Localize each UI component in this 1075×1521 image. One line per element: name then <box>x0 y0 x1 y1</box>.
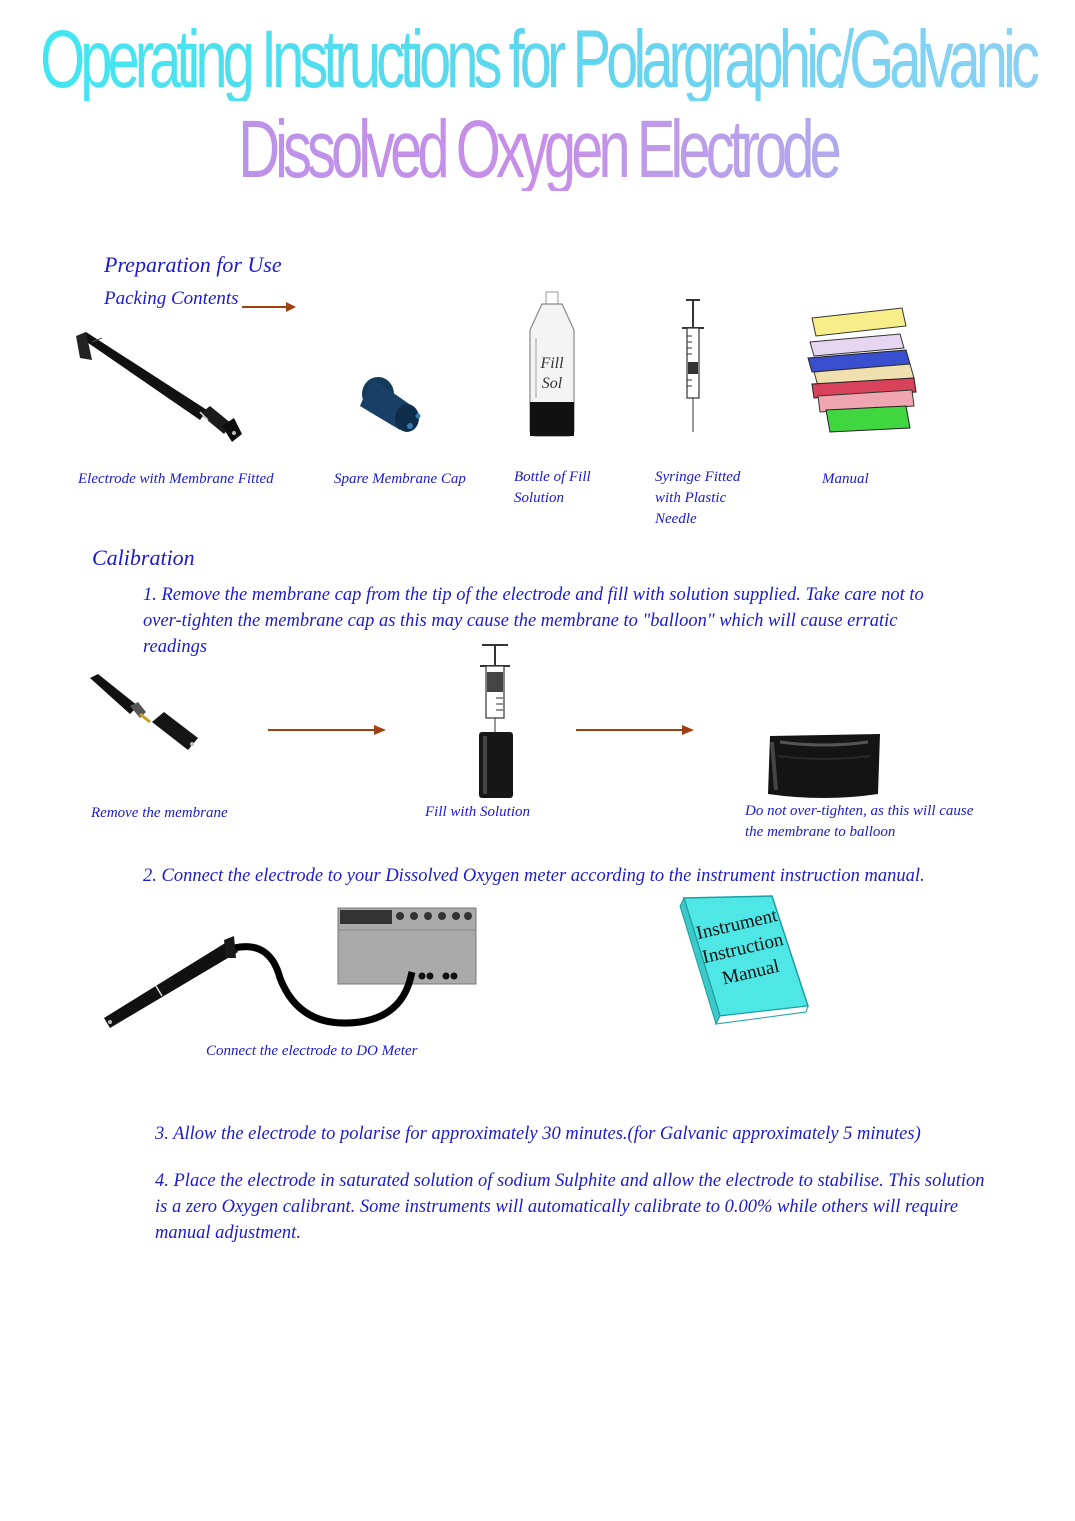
arrow-right-icon-2 <box>576 725 694 735</box>
electrode-remove-membrane-icon <box>90 674 198 750</box>
do-meter-icon <box>337 907 477 985</box>
calibration-heading: Calibration <box>92 545 195 570</box>
caption-manual: Manual <box>822 471 869 487</box>
membrane-cap-icon <box>360 377 421 432</box>
document-title-line2: Dissolved Oxygen Electrode <box>0 109 1075 191</box>
caption-fill-solution: Fill with Solution <box>425 804 531 820</box>
caption-connect-electrode: Connect the electrode to DO Meter <box>206 1043 418 1059</box>
document-title-line1: Operating Instructions for Polargraphic/… <box>0 19 1075 101</box>
calibration-step-4: 4. Place the electrode in saturated solu… <box>155 1171 985 1243</box>
bottle-label-sol: Sol <box>542 375 563 392</box>
bottle-label-fill: Fill <box>539 355 564 372</box>
instrument-manual-book-icon: Instrument Instruction Manual <box>679 895 809 1026</box>
syringe-icon <box>682 299 704 432</box>
caption-do-not-over-tighten: Do not over-tighten, as this will cause … <box>745 803 974 840</box>
caption-electrode: Electrode with Membrane Fitted <box>78 471 274 487</box>
calibration-step-3: 3. Allow the electrode to polarise for a… <box>155 1124 921 1144</box>
caption-spare-membrane-cap: Spare Membrane Cap <box>334 471 466 487</box>
bottle-icon: Fill Sol <box>529 291 575 437</box>
packing-contents-label: Packing Contents <box>104 288 239 309</box>
membrane-cap-closeup-icon <box>768 734 880 798</box>
preparation-heading: Preparation for Use <box>104 252 282 277</box>
arrow-right-icon-1 <box>268 725 386 735</box>
calibration-step-2: 2. Connect the electrode to your Dissolv… <box>143 866 925 886</box>
caption-syringe: Syringe Fitted with Plastic Needle <box>655 469 741 527</box>
calibration-step-1: 1. Remove the membrane cap from the tip … <box>143 585 924 657</box>
arrow-right-icon <box>242 302 296 312</box>
electrode-meter-connection-icon <box>104 907 477 1028</box>
books-icon <box>807 307 917 433</box>
caption-remove-membrane: Remove the membrane <box>91 805 228 821</box>
syringe-fill-icon <box>479 644 513 798</box>
caption-bottle: Bottle of Fill Solution <box>514 469 591 506</box>
electrode-icon <box>76 332 242 442</box>
